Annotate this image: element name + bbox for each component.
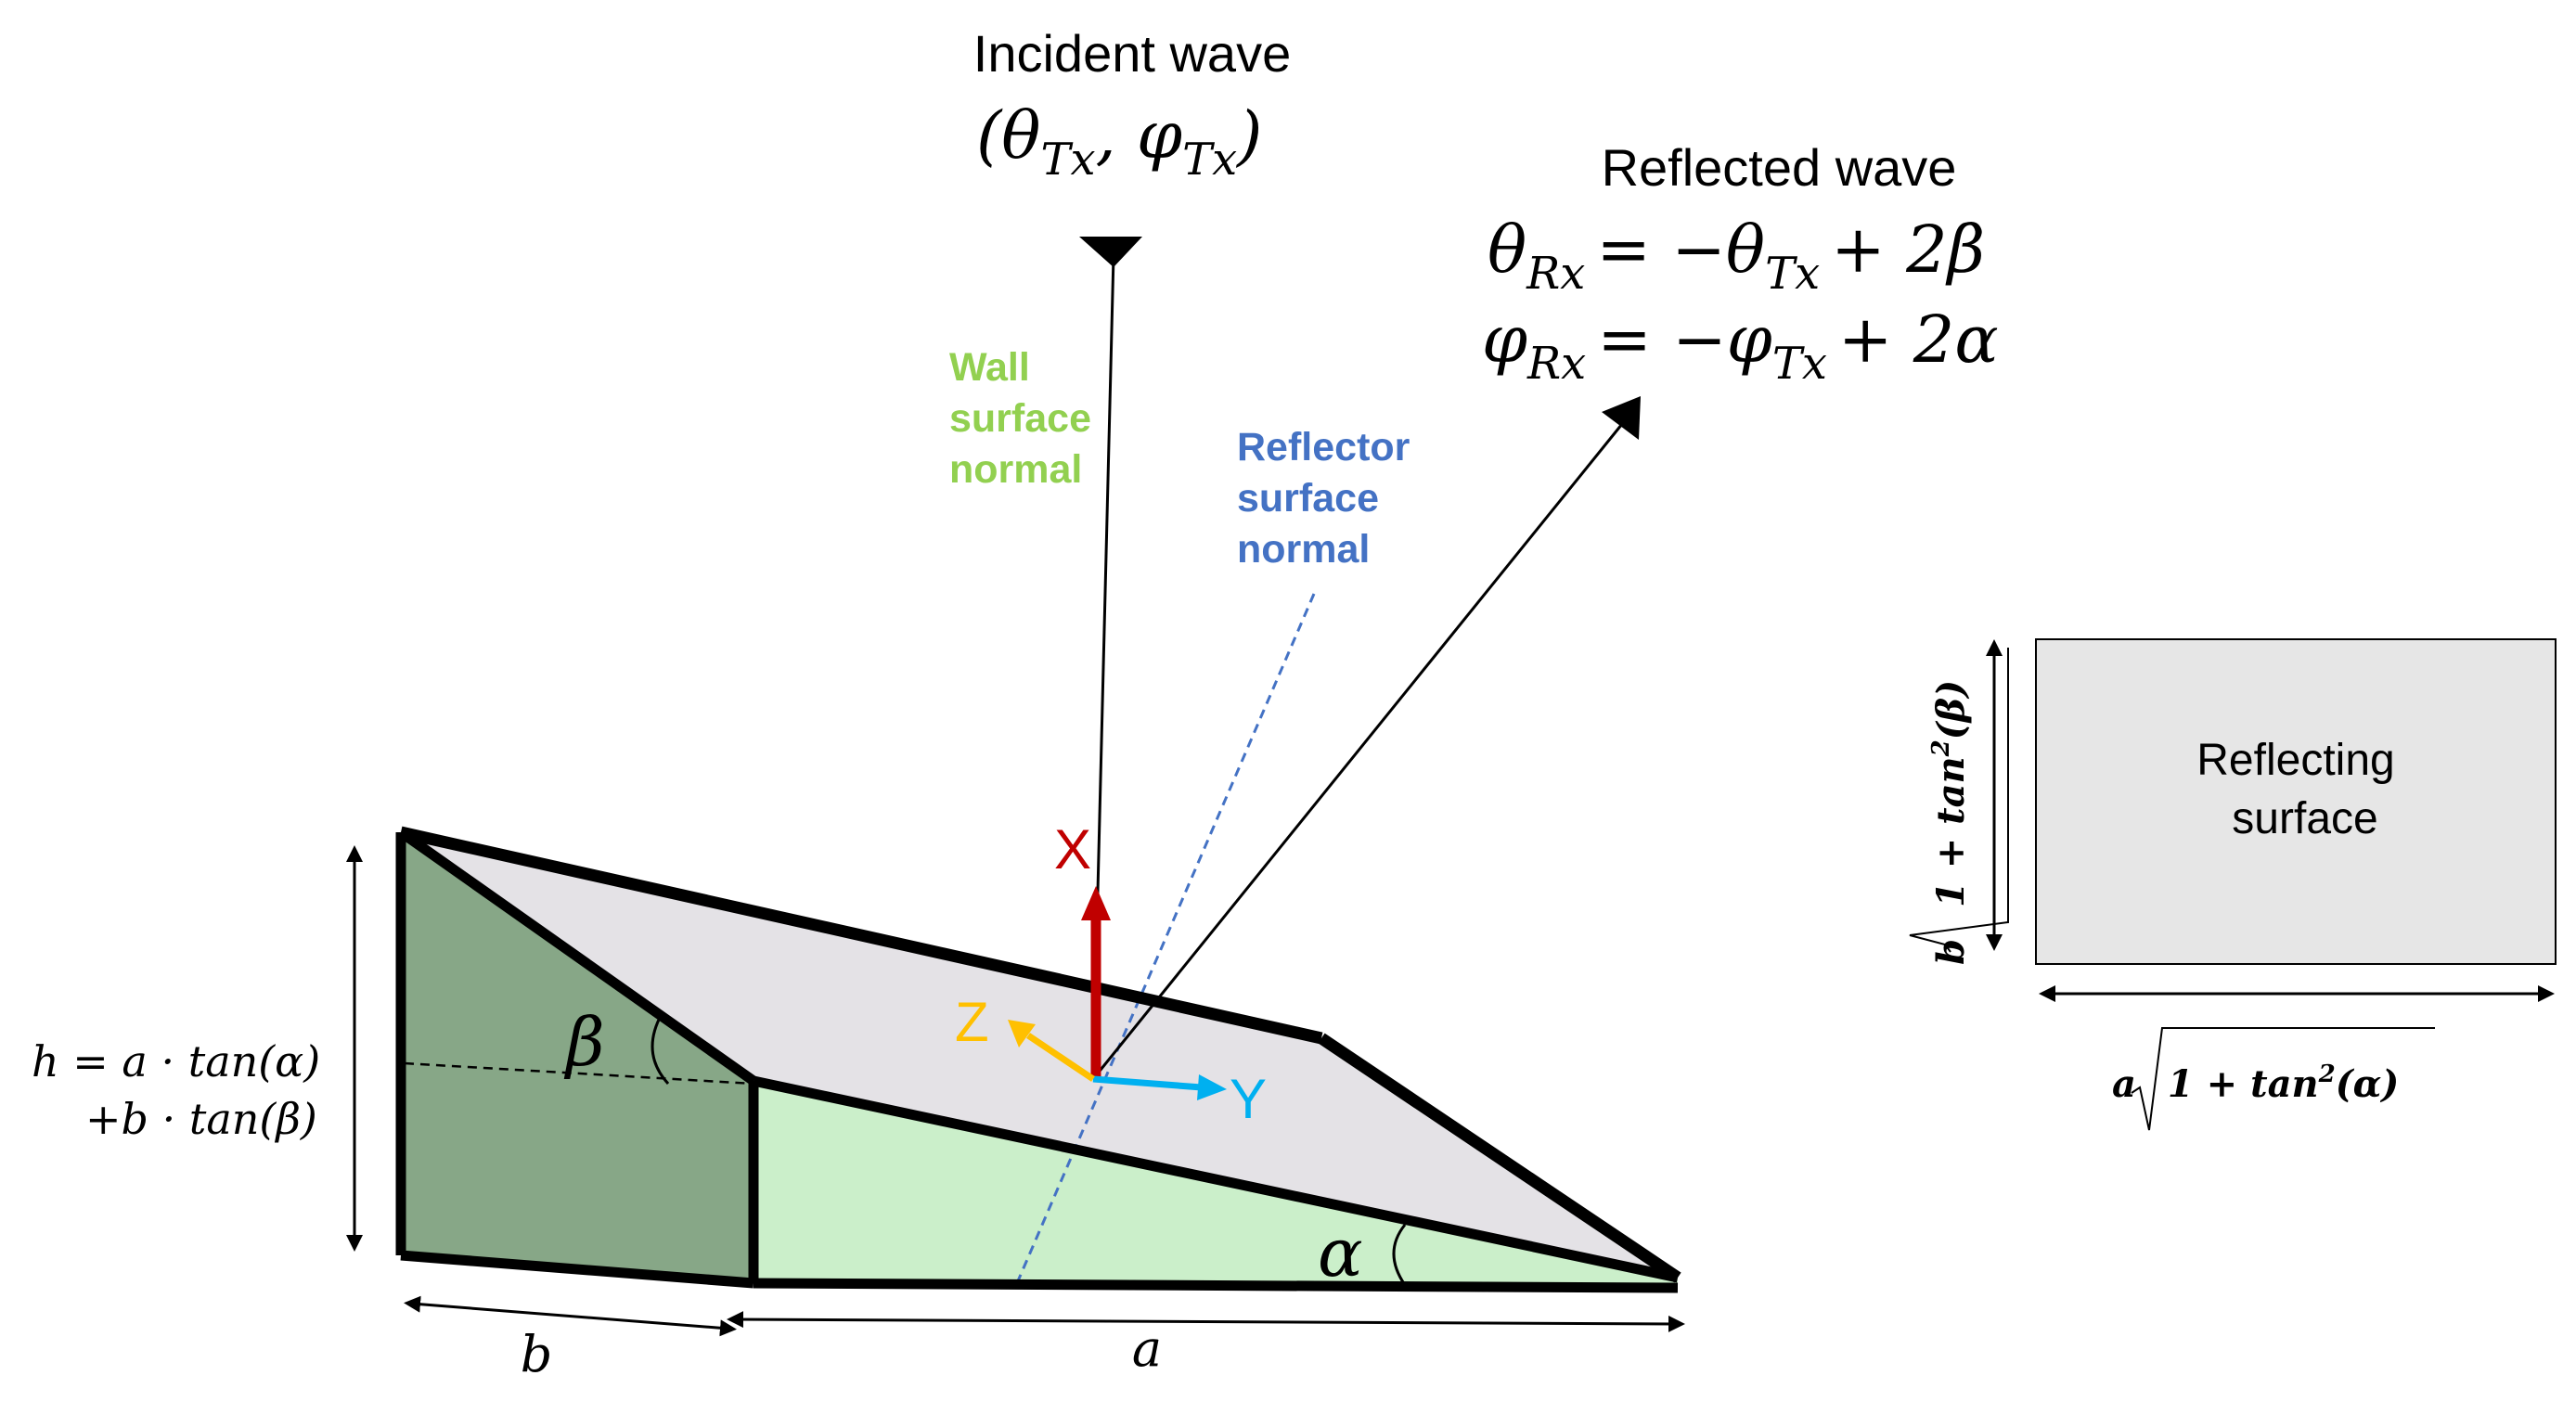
beta-label: β (563, 1003, 605, 1081)
x-axis-arrowhead (1081, 886, 1111, 920)
incident-wave-title: Incident wave (973, 24, 1291, 83)
reflected-eq-phi: φRx= −φTx+ 2α (1482, 302, 1999, 390)
width-radical-sign (2131, 1027, 2435, 1131)
x-axis-label: X (1054, 818, 1091, 880)
wall-normal-label: Wall surface normal (949, 345, 1091, 492)
a-dimension-arrow (727, 1311, 1685, 1332)
top-face (401, 832, 1678, 1278)
reflected-wave-arrowhead (1602, 396, 1641, 440)
alpha-label: α (1318, 1214, 1363, 1292)
z-axis-label: Z (955, 991, 989, 1053)
incident-wave-arrowhead (1079, 237, 1142, 267)
y-axis-arrow (1092, 1075, 1203, 1091)
a-dimension-label: a (1132, 1319, 1162, 1378)
y-axis-label: Y (1230, 1068, 1267, 1130)
z-axis-arrowhead (1008, 1020, 1036, 1048)
svg-text:Reflector: Reflector (1237, 425, 1410, 469)
reflecting-surface-label-line1: Reflecting (2196, 736, 2394, 785)
beta-angle-arc (650, 1013, 670, 1086)
height-dashed-line (404, 1061, 754, 1086)
z-axis-arrow (1026, 1033, 1095, 1082)
reflected-eq-theta: θRx= −θTx+ 2β (1488, 212, 1985, 300)
reflected-wave-title: Reflected wave (1602, 138, 1957, 197)
y-axis-arrowhead (1197, 1074, 1227, 1100)
reflecting-surface-label-line2: surface (2232, 794, 2377, 843)
b-dimension-arrow (404, 1295, 737, 1337)
wedge-outline (395, 826, 1681, 1293)
b-dimension-label: b (521, 1325, 553, 1383)
alpha-angle-arc (1392, 1224, 1407, 1286)
reflected-wave-line (1091, 423, 1624, 1080)
svg-text:surface: surface (1237, 476, 1379, 521)
incident-wave-angles: (θTx, φTx) (976, 97, 1262, 186)
svg-text:normal: normal (949, 447, 1082, 492)
height-radical-sign (1909, 648, 2009, 953)
reflector-normal-label: Reflector surface normal (1237, 425, 1410, 572)
panel-height-expression: b1 + tan2(β) (1927, 680, 1973, 965)
height-equation-line2: +b · tan(β) (85, 1094, 317, 1144)
back-face (401, 832, 753, 1283)
svg-text:surface: surface (949, 396, 1091, 441)
svg-text:normal: normal (1237, 527, 1370, 572)
reflecting-surface-panel (2035, 638, 2557, 965)
height-equation-line1: h = a · tan(α) (32, 1036, 320, 1086)
svg-text:Wall: Wall (949, 345, 1030, 390)
